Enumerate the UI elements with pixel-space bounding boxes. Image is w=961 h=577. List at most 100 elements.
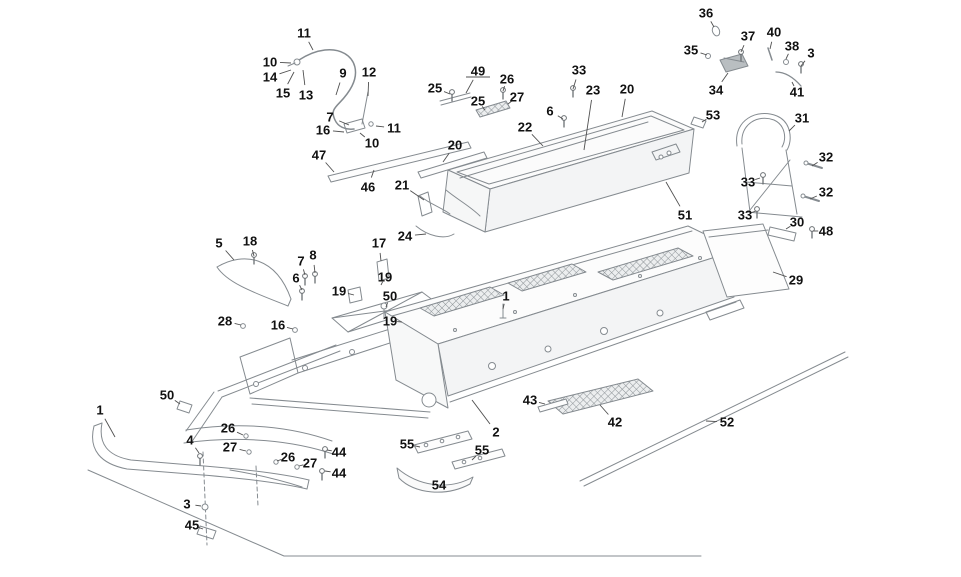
callout-leader-27-61 xyxy=(239,448,247,452)
callout-54-73: 54 xyxy=(432,478,447,493)
callout-leader-26-60 xyxy=(236,431,244,436)
callout-leader-42-70 xyxy=(599,404,609,415)
callout-leader-7-46 xyxy=(302,269,306,276)
callout-leader-8-47 xyxy=(313,264,316,274)
callout-50-52: 50 xyxy=(383,289,397,304)
callout-leader-11-0 xyxy=(308,41,314,51)
callout-31-36: 31 xyxy=(795,111,809,126)
running-board xyxy=(537,378,654,415)
callout-5-44: 5 xyxy=(215,236,222,251)
callout-52-74: 52 xyxy=(720,415,734,430)
callout-leader-7-7 xyxy=(339,120,350,126)
callout-leader-31-36 xyxy=(788,124,796,132)
callout-leader-32-37 xyxy=(811,162,818,167)
callout-leader-4-59 xyxy=(195,447,200,454)
callout-43-69: 43 xyxy=(523,393,537,408)
callout-27-14: 27 xyxy=(510,90,524,105)
callout-15-3: 15 xyxy=(276,86,290,101)
callout-47-21: 47 xyxy=(312,148,326,163)
callout-53-35: 53 xyxy=(706,108,720,123)
callout-23-17: 23 xyxy=(586,83,600,98)
callout-leader-2-68 xyxy=(471,399,491,425)
callout-leader-12-6 xyxy=(367,81,370,97)
callout-leader-22-20 xyxy=(531,133,544,147)
callout-27-61: 27 xyxy=(223,440,237,455)
callout-10-10: 10 xyxy=(365,136,379,151)
callout-1-58: 1 xyxy=(96,403,103,418)
callout-26-60: 26 xyxy=(221,421,235,436)
callout-20-22: 20 xyxy=(448,138,462,153)
callout-14-2: 14 xyxy=(263,70,278,85)
callout-leader-51-26 xyxy=(665,181,681,207)
callout-leader-19-50 xyxy=(347,292,355,296)
callout-leader-27-14 xyxy=(507,100,512,105)
throttle-cable xyxy=(287,49,374,134)
callout-17-49: 17 xyxy=(372,236,386,251)
callout-leader-32-39 xyxy=(809,195,818,200)
front-bumper xyxy=(92,422,310,490)
callout-8-47: 8 xyxy=(309,248,316,263)
main-tunnel xyxy=(384,225,745,409)
callout-19-50: 19 xyxy=(332,284,346,299)
callout-41-34: 41 xyxy=(790,85,804,100)
callout-44-64: 44 xyxy=(332,445,347,460)
callout-leader-43-69 xyxy=(538,401,546,405)
callout-leader-17-49 xyxy=(379,252,382,262)
rear-rack xyxy=(736,113,823,242)
callout-29-43: 29 xyxy=(789,273,803,288)
callout-24-25: 24 xyxy=(398,229,413,244)
callout-6-19: 6 xyxy=(546,104,553,119)
callout-2-68: 2 xyxy=(492,425,499,440)
callout-leader-25-12 xyxy=(443,91,451,95)
misc-fasteners xyxy=(240,48,816,333)
callout-30-41: 30 xyxy=(790,215,804,230)
callout-45-67: 45 xyxy=(185,518,199,533)
callout-leader-33-40 xyxy=(751,210,757,214)
front-frame xyxy=(183,258,439,455)
callout-leader-27-63 xyxy=(298,464,304,467)
callout-leader-15-3 xyxy=(287,71,295,85)
callout-27-63: 27 xyxy=(303,456,317,471)
callout-leader-5-44 xyxy=(225,250,235,261)
callout-leader-52-74 xyxy=(705,420,718,422)
callout-16-54: 16 xyxy=(271,318,285,333)
callout-33-16: 33 xyxy=(572,63,586,78)
callout-leader-50-52 xyxy=(385,302,389,308)
callout-48-42: 48 xyxy=(819,224,833,239)
callout-leader-47-21 xyxy=(325,162,335,173)
callout-40-29: 40 xyxy=(767,25,781,40)
wind-deflector xyxy=(216,258,292,307)
callout-leader-26-62 xyxy=(276,458,282,462)
callout-leader-37-28 xyxy=(740,44,745,53)
callout-51-26: 51 xyxy=(678,208,692,223)
bottom-left-hardware xyxy=(176,400,329,546)
callout-leader-55-71 xyxy=(414,445,421,448)
callout-leader-44-65 xyxy=(324,470,331,473)
callout-16-8: 16 xyxy=(316,123,330,138)
callout-25-12: 25 xyxy=(428,81,442,96)
callout-28-53: 28 xyxy=(218,314,232,329)
callout-leader-29-43 xyxy=(772,271,787,278)
callout-4-59: 4 xyxy=(186,433,194,448)
callout-leader-21-24 xyxy=(410,190,425,201)
tunnel-rails xyxy=(327,92,511,183)
callout-leader-49-11 xyxy=(465,79,474,94)
callout-leader-53-35 xyxy=(701,118,707,123)
callout-leader-40-29 xyxy=(769,41,773,50)
callout-leader-50-57 xyxy=(174,400,181,405)
callout-leader-24-25 xyxy=(414,233,427,236)
callout-leader-41-34 xyxy=(791,81,795,87)
callout-leader-9-5 xyxy=(335,82,341,96)
callout-32-39: 32 xyxy=(819,185,833,200)
callout-36-27: 36 xyxy=(699,6,713,21)
callout-10-1: 10 xyxy=(263,55,277,70)
callout-3-66: 3 xyxy=(183,497,190,512)
callout-20-18: 20 xyxy=(620,82,634,97)
callout-1-56: 1 xyxy=(502,289,509,304)
callout-25-15: 25 xyxy=(471,94,485,109)
snow-flap xyxy=(702,223,790,298)
callout-leader-30-41 xyxy=(785,225,791,230)
callout-12-6: 12 xyxy=(362,65,376,80)
callout-34-33: 34 xyxy=(709,83,724,98)
callout-leader-33-16 xyxy=(572,79,577,90)
